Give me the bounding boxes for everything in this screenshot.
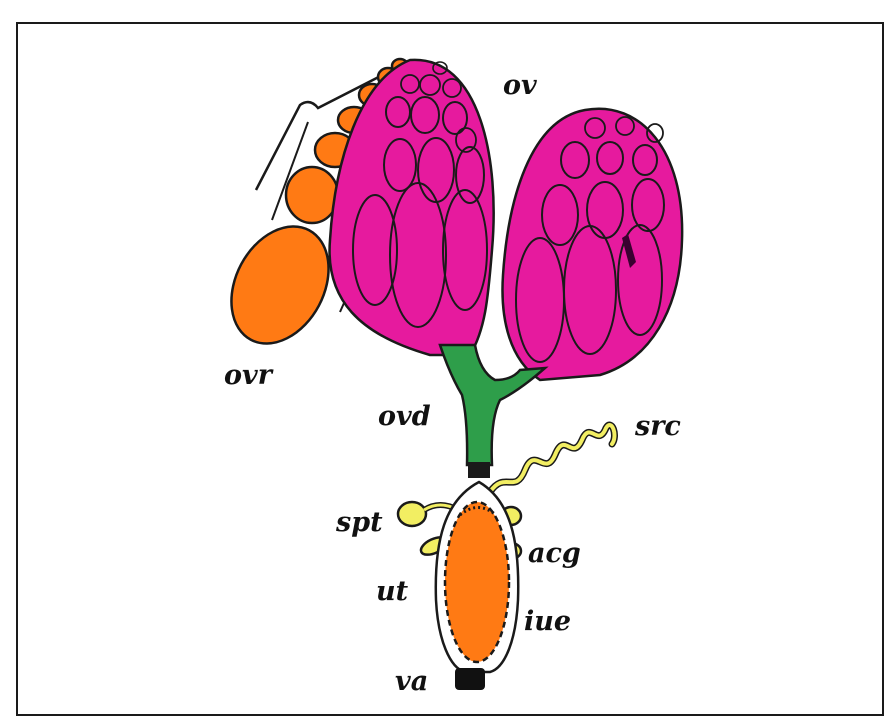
left-ovary-body [330, 60, 494, 355]
label-va: va [395, 668, 428, 695]
ovariole-segment [286, 167, 338, 223]
label-ovr: ovr [224, 362, 272, 389]
label-ovd: ovd [378, 403, 431, 430]
vagina [455, 668, 485, 690]
label-iue: iue [524, 608, 571, 635]
label-spt: spt [336, 509, 383, 536]
label-ov: ov [503, 72, 537, 99]
oviduct-junction [468, 462, 490, 478]
ovariole-segment [212, 210, 348, 361]
label-ut: ut [376, 578, 408, 605]
right-ovary [502, 109, 682, 380]
label-src: src [635, 413, 681, 440]
left-ovary [330, 60, 494, 355]
seminal-receptacle-coil-fill [490, 425, 614, 492]
spermatheca-left [398, 502, 426, 526]
intra-uterine-egg [445, 502, 509, 662]
label-acg: acg [528, 540, 581, 567]
